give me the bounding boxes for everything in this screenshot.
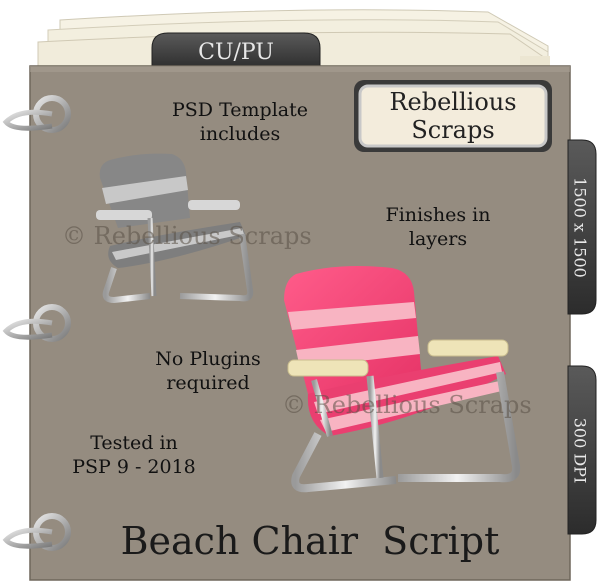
side-tab-dpi bbox=[567, 365, 597, 535]
watermark-upper: © Rebellious Scraps bbox=[62, 222, 312, 250]
logo-line1: Rebellious bbox=[389, 88, 517, 116]
feature-plugins-line1: No Plugins bbox=[155, 348, 261, 370]
feature-psd-line1: PSD Template bbox=[172, 99, 308, 121]
side-tab-size bbox=[567, 139, 597, 315]
feature-tested-line1: Tested in bbox=[90, 432, 178, 454]
side-tab-dpi-label: 300 DPI bbox=[570, 417, 590, 484]
product-title: Beach Chair Script bbox=[120, 519, 500, 563]
logo-line2: Scraps bbox=[411, 116, 495, 144]
watermark-lower: © Rebellious Scraps bbox=[282, 391, 532, 419]
cu-pu-label: CU/PU bbox=[198, 40, 274, 65]
feature-psd-line2: includes bbox=[199, 123, 281, 145]
logo-frame bbox=[354, 80, 552, 152]
binder-ring-icon bbox=[2, 304, 71, 342]
feature-finishes-line1: Finishes in bbox=[385, 204, 491, 226]
binder-ring-icon bbox=[2, 95, 71, 133]
side-tab-size-label: 1500 x 1500 bbox=[570, 177, 590, 278]
feature-tested-line2: PSP 9 - 2018 bbox=[72, 456, 196, 478]
binder-ring-icon bbox=[2, 513, 71, 551]
beach-chair-pink bbox=[284, 266, 521, 493]
feature-finishes: Finishes in layers bbox=[358, 203, 518, 251]
feature-plugins-line2: required bbox=[166, 372, 250, 394]
logo-text: Rebellious Scraps bbox=[360, 88, 546, 144]
feature-finishes-line2: layers bbox=[408, 228, 468, 250]
feature-psd: PSD Template includes bbox=[150, 98, 330, 146]
feature-tested: Tested in PSP 9 - 2018 bbox=[54, 431, 214, 479]
feature-plugins: No Plugins required bbox=[128, 347, 288, 395]
beach-chair-grey bbox=[96, 153, 254, 304]
cu-pu-tab bbox=[151, 32, 321, 71]
